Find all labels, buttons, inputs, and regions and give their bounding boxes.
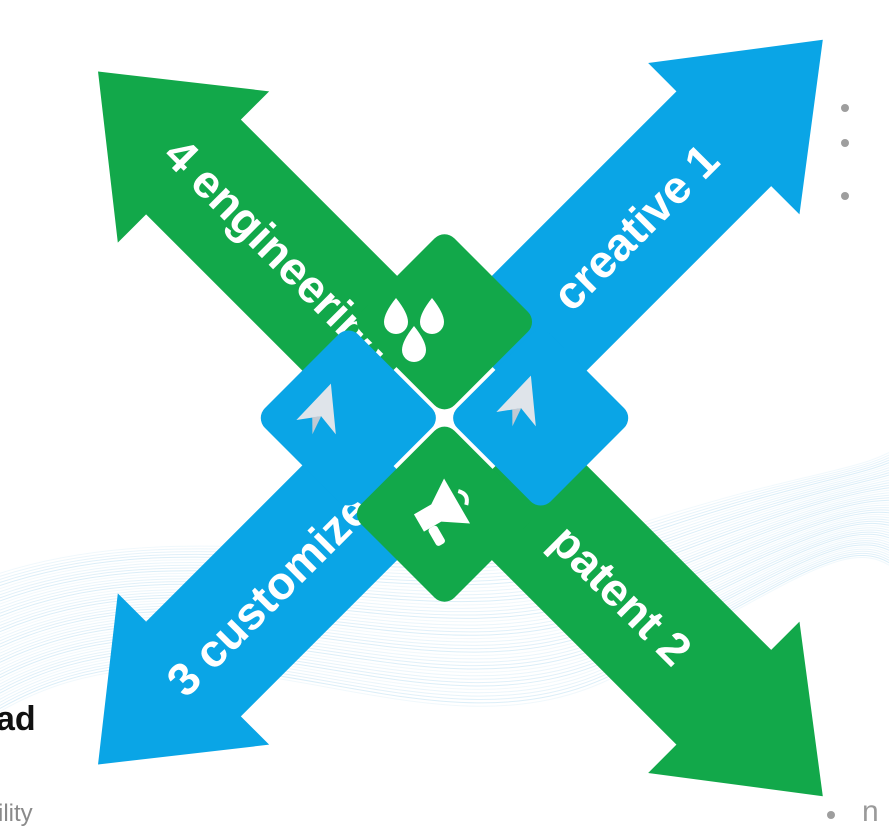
arrow-customize: 3 customize <box>98 420 443 765</box>
bullet <box>827 811 835 819</box>
bullet <box>841 192 849 200</box>
wave-line <box>0 504 889 639</box>
bullet <box>841 139 849 147</box>
cropped-body-fragment: ility <box>0 800 33 827</box>
wave-line <box>0 507 889 642</box>
megaphone-icon <box>413 478 471 546</box>
wave-line <box>0 499 889 633</box>
bullet-list-top-right <box>841 104 849 200</box>
center-tile-left <box>260 330 436 506</box>
cropped-heading-fragment: ad <box>0 700 36 738</box>
cropped-bottom-fragment: n <box>862 795 879 828</box>
bullet <box>841 104 849 112</box>
water-drops-icon <box>384 298 444 362</box>
center-tile-right <box>453 330 629 506</box>
wave-line <box>0 502 889 636</box>
arrow-engineering: 4 engineering <box>98 71 443 416</box>
wave-line <box>0 509 889 645</box>
wave-line <box>0 511 889 648</box>
center-tile-top <box>356 234 533 410</box>
wave-line <box>0 514 889 651</box>
